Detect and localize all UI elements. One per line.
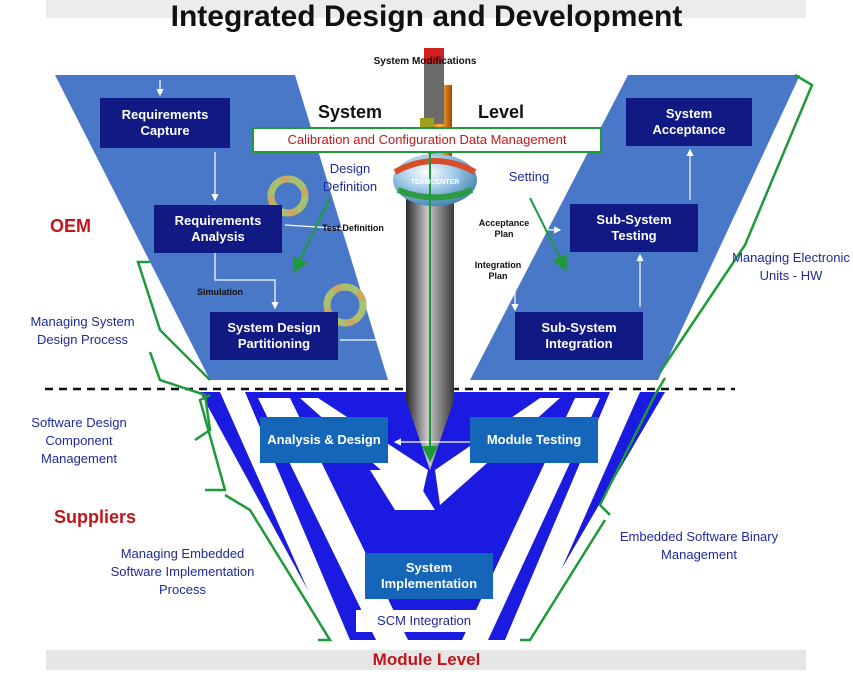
cycle-icon-2: [323, 283, 367, 327]
oem-label: OEM: [50, 216, 92, 236]
green-brackets: [136, 73, 814, 642]
red-cylinder: [424, 48, 444, 64]
acceptance-plan-label: Acceptance Plan: [478, 218, 530, 239]
subsystem-testing-box[interactable]: Sub-System Testing: [570, 204, 698, 252]
test-definition-label: Test Definition: [322, 223, 384, 233]
suppliers-label: Suppliers: [54, 507, 137, 527]
system-implementation-box[interactable]: System Implementation: [365, 553, 493, 599]
setting-label: Setting: [508, 169, 550, 184]
system-design-partitioning-box[interactable]: System Design Partitioning: [210, 312, 338, 360]
system-word: System: [318, 102, 383, 122]
managing-electronic-units-label: Managing Electronic Units - HW: [732, 250, 850, 283]
managing-embedded-impl-label: Managing Embedded Software Implementatio…: [110, 546, 255, 597]
subsystem-integration-box[interactable]: Sub-System Integration: [515, 312, 643, 360]
level-word: Level: [478, 102, 525, 122]
integration-plan-label: Integration Plan: [474, 260, 522, 281]
scm-integration-box[interactable]: SCM Integration: [356, 610, 492, 632]
requirements-capture-box[interactable]: Requirements Capture: [100, 98, 230, 148]
module-testing-box[interactable]: Module Testing: [470, 417, 598, 463]
calibration-banner: Calibration and Configuration Data Manag…: [252, 127, 602, 153]
embedded-binary-label: Embedded Software Binary Management: [619, 529, 779, 562]
requirements-analysis-box[interactable]: Requirements Analysis: [154, 205, 282, 253]
simulation-label: Simulation: [196, 287, 243, 297]
cycle-icon-1: [267, 175, 309, 217]
teamcenter-logo-text: TEAMCENTER: [410, 179, 460, 186]
system-modifications-label: System Modifications: [373, 56, 477, 67]
managing-system-design-label: Managing System Design Process: [30, 314, 135, 347]
page-title: Integrated Design and Development: [170, 0, 683, 33]
flow-arrows: [156, 80, 694, 446]
callout-arrows: [293, 150, 567, 462]
module-level-label: Module Level: [372, 650, 481, 669]
analysis-design-box[interactable]: Analysis & Design: [260, 417, 388, 463]
software-design-component-label: Software Design Component Management: [31, 415, 127, 466]
bottom-bar-bg: [46, 650, 806, 670]
title-bar-bg: [46, 0, 806, 18]
system-acceptance-box[interactable]: System Acceptance: [626, 98, 752, 146]
design-definition-label: Design Definition: [322, 161, 378, 194]
